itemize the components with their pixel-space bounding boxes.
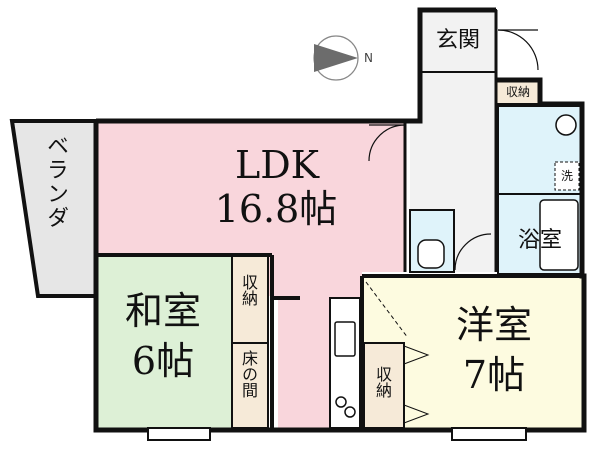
compass	[313, 35, 359, 81]
toilet-fixture	[417, 239, 445, 269]
closet-door-marker	[403, 404, 430, 424]
window	[451, 427, 527, 441]
hallway-floor	[410, 10, 496, 272]
youshitsu-size: 7帖	[462, 353, 526, 397]
washer-spot	[554, 161, 580, 191]
storage-youshitsu-label: 収納	[373, 366, 392, 398]
bathtub-fixture	[539, 199, 579, 271]
washitsu-name: 和室	[124, 289, 201, 333]
tokonoma-area	[231, 342, 269, 429]
tokonoma-label: 床の間	[239, 350, 258, 398]
wash-basin-fixture	[555, 114, 577, 136]
washitsu-size: 6帖	[131, 339, 195, 383]
compass-label: N	[364, 51, 373, 65]
kitchen-counter	[329, 297, 361, 429]
door-swing	[454, 233, 492, 271]
door-swing	[365, 281, 409, 339]
storage-entry-label: 収納	[505, 85, 530, 99]
genkan-label: 玄関	[435, 28, 480, 53]
kitchen-sink	[334, 321, 356, 357]
door-swing	[497, 29, 539, 71]
stove-burner	[335, 396, 347, 408]
stove-burner	[344, 406, 356, 418]
genkan-area	[419, 9, 497, 73]
bath-label: 浴室	[517, 228, 562, 253]
ldk-name: LDK	[234, 143, 320, 187]
ldk-size: 16.8帖	[214, 187, 338, 231]
veranda-label: ベランダ	[43, 134, 68, 230]
outer-wall	[96, 7, 496, 124]
door-swing	[368, 124, 406, 162]
washitsu-area	[98, 255, 232, 428]
closet-door-marker	[403, 345, 430, 365]
storage-washitsu-label: 収納	[239, 274, 258, 306]
washer-label: 洗	[560, 169, 573, 183]
youshitsu-name: 洋室	[455, 303, 532, 347]
window	[147, 427, 211, 441]
